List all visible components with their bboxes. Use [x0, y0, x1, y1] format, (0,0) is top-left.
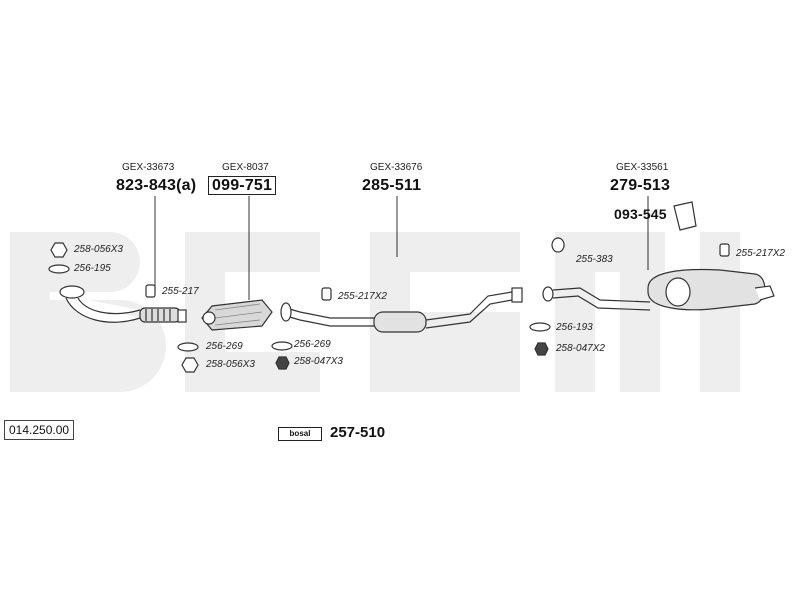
- small-part-label[interactable]: 255-383: [576, 254, 613, 265]
- small-part-label[interactable]: 256-195: [74, 263, 111, 274]
- small-part-label[interactable]: 255-217X2: [338, 291, 387, 302]
- brand-logo: bosal: [278, 427, 322, 441]
- hanger-icon: [551, 237, 565, 253]
- watermark: [10, 232, 740, 392]
- gex-label: GEX-33673: [122, 162, 175, 173]
- nut-icon: [534, 342, 549, 356]
- small-part-label[interactable]: 256-269: [206, 341, 243, 352]
- middle-silencer: [280, 287, 523, 333]
- rear-silencer: [542, 268, 775, 311]
- part-number[interactable]: 285-511: [362, 177, 422, 194]
- nut-icon: [50, 242, 68, 258]
- clamp-icon: [321, 287, 332, 301]
- gasket-icon: [177, 342, 199, 352]
- front-pipe: [59, 285, 187, 323]
- small-part-label[interactable]: 258-047X2: [556, 343, 605, 354]
- clamp-icon: [145, 284, 156, 298]
- small-part-label[interactable]: 258-056X3: [206, 359, 255, 370]
- small-part-label[interactable]: 256-193: [556, 322, 593, 333]
- gex-label: GEX-8037: [222, 162, 269, 173]
- small-part-label[interactable]: 255-217: [162, 286, 199, 297]
- gasket-icon: [48, 264, 70, 274]
- gasket-icon: [529, 322, 551, 332]
- mounting-kit-number[interactable]: 257-510: [330, 424, 386, 441]
- part-number[interactable]: 823-843(a): [116, 177, 197, 194]
- gex-label: GEX-33676: [370, 162, 423, 173]
- gex-label: GEX-33561: [616, 162, 669, 173]
- part-number[interactable]: 099-751: [208, 176, 277, 195]
- small-part-label[interactable]: 258-056X3: [74, 244, 123, 255]
- clamp-icon: [719, 243, 730, 257]
- gasket-icon: [271, 341, 293, 351]
- part-number[interactable]: 093-545: [614, 206, 667, 222]
- nut-icon: [275, 356, 290, 370]
- nut-icon: [181, 357, 199, 373]
- small-part-label[interactable]: 258-047X3: [294, 356, 343, 367]
- catalytic-converter: [201, 299, 273, 331]
- part-number[interactable]: 279-513: [610, 177, 671, 194]
- reference-number: 014.250.00: [4, 420, 75, 440]
- bracket-icon: [673, 201, 697, 231]
- small-part-label[interactable]: 256-269: [294, 339, 331, 350]
- small-part-label[interactable]: 255-217X2: [736, 248, 785, 259]
